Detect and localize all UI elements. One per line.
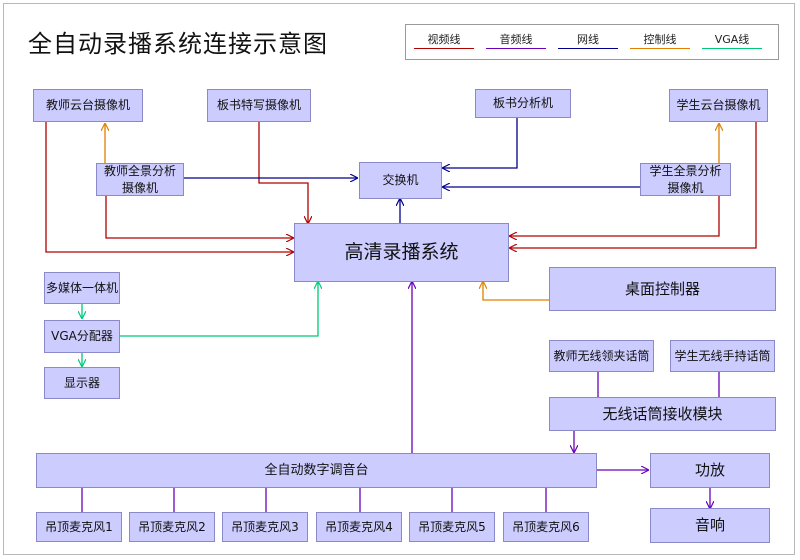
- video-line-teacher-ptz: [45, 122, 293, 252]
- vga-splitter: VGA分配器: [44, 320, 120, 353]
- video-line-board-closeup: [258, 122, 308, 223]
- ceiling-mic-5: 吊顶麦克风5: [409, 512, 495, 542]
- wireless-mic-receiver: 无线话筒接收模块: [549, 397, 776, 431]
- video-line-student-ptz: [510, 122, 757, 248]
- desk-controller: 桌面控制器: [549, 267, 776, 311]
- ceiling-mic-6: 吊顶麦克风6: [503, 512, 589, 542]
- ceiling-mic-2: 吊顶麦克风2: [129, 512, 215, 542]
- network-switch: 交换机: [359, 162, 442, 199]
- legend-control-line: [630, 48, 690, 49]
- network-line-board-analysis: [443, 118, 518, 168]
- control-line-desk-controller: [483, 282, 549, 301]
- diagram-title: 全自动录播系统连接示意图: [28, 30, 328, 58]
- video-line-teacher-panorama: [105, 196, 293, 238]
- speaker: 音响: [650, 508, 770, 543]
- ceiling-mic-3: 吊顶麦克风3: [222, 512, 308, 542]
- legend-network-line: [558, 48, 618, 49]
- display-monitor: 显示器: [44, 367, 120, 399]
- teacher-panorama-camera: 教师全景分析 摄像机: [96, 163, 184, 196]
- video-line-student-panorama: [510, 196, 720, 236]
- multimedia-terminal: 多媒体一体机: [44, 272, 120, 304]
- legend-video-line: [414, 48, 474, 49]
- ceiling-mic-4: 吊顶麦克风4: [316, 512, 402, 542]
- legend-vga-line: [702, 48, 762, 49]
- vga-line-hd-system: [120, 282, 318, 337]
- student-handheld-mic: 学生无线手持话筒: [670, 340, 775, 372]
- student-panorama-camera: 学生全景分析 摄像机: [640, 163, 731, 196]
- legend-audio-line: [486, 48, 546, 49]
- legend-video-label: 视频线: [427, 33, 461, 46]
- legend: 视频线 音频线 网线 控制线 VGA线: [405, 24, 779, 60]
- board-closeup-camera: 板书特写摄像机: [207, 89, 311, 122]
- legend-control-label: 控制线: [643, 33, 677, 46]
- power-amplifier: 功放: [650, 453, 770, 488]
- teacher-ptz-camera: 教师云台摄像机: [33, 89, 143, 122]
- board-analysis-machine: 板书分析机: [475, 89, 571, 118]
- hd-recording-system: 高清录播系统: [294, 223, 509, 282]
- legend-network-label: 网线: [577, 33, 599, 46]
- teacher-lavalier-mic: 教师无线领夹话筒: [549, 340, 654, 372]
- legend-audio-label: 音频线: [499, 33, 533, 46]
- ceiling-mic-1: 吊顶麦克风1: [36, 512, 122, 542]
- diagram-frame: [3, 3, 795, 555]
- legend-vga-label: VGA线: [714, 33, 750, 46]
- student-ptz-camera: 学生云台摄像机: [669, 89, 768, 122]
- digital-audio-mixer: 全自动数字调音台: [36, 453, 597, 488]
